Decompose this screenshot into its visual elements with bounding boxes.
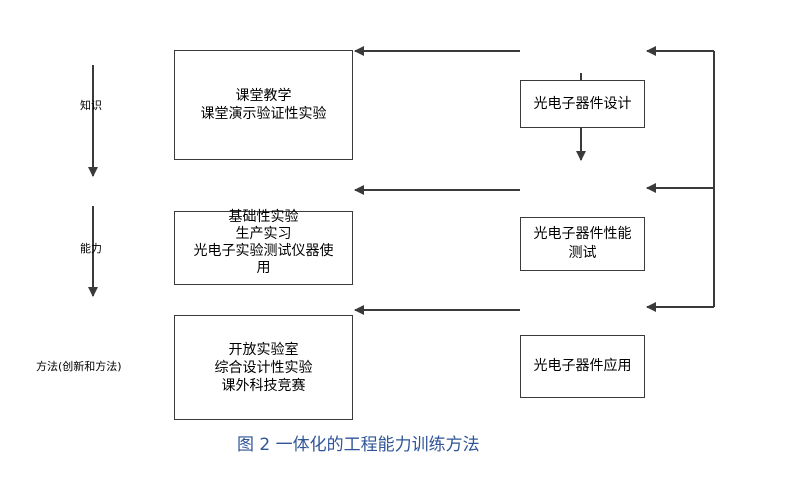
teaching-box: 课堂教学 课堂演示验证性实验 (174, 50, 353, 160)
device-design-box-line-1: 光电子器件设计 (533, 95, 632, 112)
device-application-box: 光电子器件应用 (520, 335, 645, 398)
basic-experiment-box-line-3: 光电子实验测试仪器使 (193, 243, 334, 259)
device-design-box: 光电子器件设计 (520, 80, 645, 128)
basic-experiment-box-line-1: 基础性实验 (228, 209, 299, 225)
teaching-box-line-1: 课堂教学 (235, 88, 292, 104)
performance-test-box-line-1: 光电子器件性能 (533, 226, 632, 242)
device-application-box-line-1: 光电子器件应用 (533, 358, 632, 374)
performance-test-box-line-2: 测试 (568, 245, 597, 261)
ability-label: 能力 (80, 242, 102, 255)
method-label: 方法(创新和方法) (36, 360, 122, 373)
figure-caption: 图 2 一体化的工程能力训练方法 (237, 435, 480, 455)
basic-experiment-box-line-4: 用 (256, 260, 271, 276)
knowledge-label: 知识 (80, 99, 102, 112)
open-lab-box: 开放实验室 综合设计性实验 课外科技竞赛 (174, 315, 353, 420)
basic-experiment-box-line-2: 生产实习 (235, 226, 292, 242)
performance-test-box: 光电子器件性能 测试 (520, 217, 645, 271)
teaching-box-line-2: 课堂演示验证性实验 (200, 106, 327, 122)
open-lab-box-line-2: 综合设计性实验 (214, 359, 313, 376)
basic-experiment-box: 基础性实验 生产实习 光电子实验测试仪器使 用 (174, 209, 353, 285)
open-lab-box-line-1: 开放实验室 (228, 341, 299, 358)
open-lab-box-line-3: 课外科技竞赛 (221, 377, 306, 394)
